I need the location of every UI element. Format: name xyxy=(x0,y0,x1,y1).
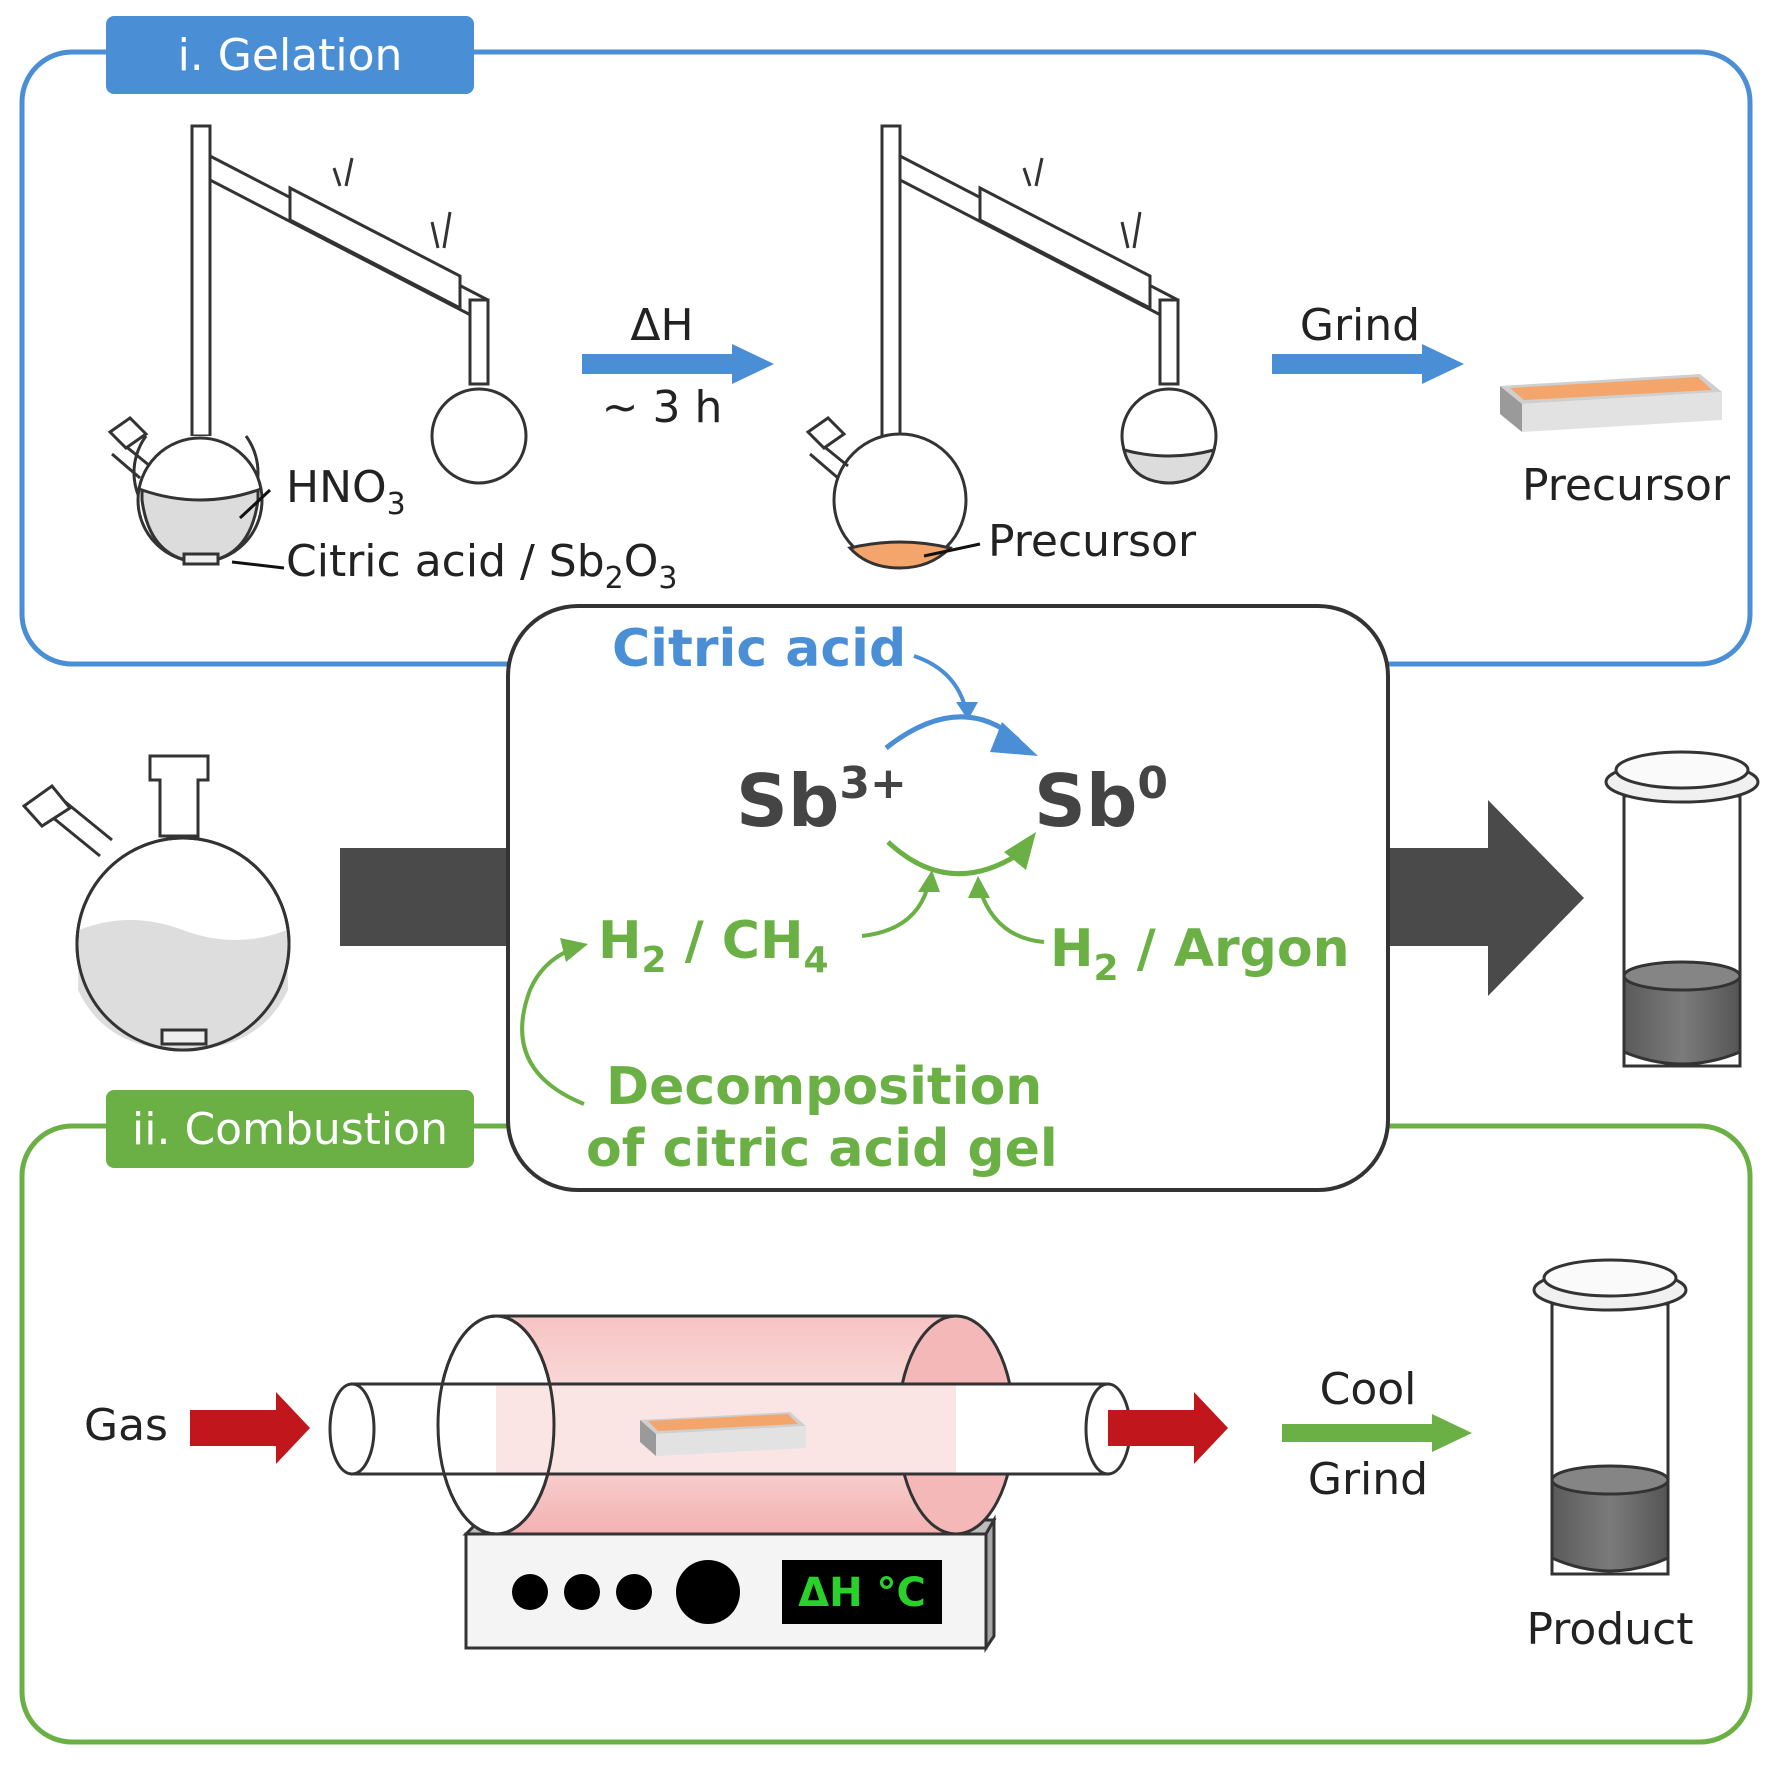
product-label: Product xyxy=(1526,1604,1693,1655)
h2-ch4-pointer xyxy=(861,885,930,938)
boat-in-furnace xyxy=(640,1412,806,1456)
h2-argon-pointer-head xyxy=(968,876,990,898)
citric-acid-sb2o3-label: Citric acid / Sb2O3 xyxy=(286,536,677,596)
precursor-boat xyxy=(1500,374,1722,432)
cool-label: Cool xyxy=(1320,1364,1417,1415)
h2-argon-pointer xyxy=(978,889,1045,944)
grind-label: Grind xyxy=(1300,300,1420,351)
distillation-apparatus-1 xyxy=(107,124,528,566)
combustion-title: ii. Combustion xyxy=(132,1104,448,1155)
sb3-ion: Sb3+ xyxy=(736,758,907,843)
cool-grind-arrow xyxy=(1282,1414,1472,1452)
decomposition-line-1: Decomposition xyxy=(606,1057,1042,1117)
control-knob-large xyxy=(676,1560,740,1624)
combustion-title-tab xyxy=(106,1090,474,1168)
gelation-title: i. Gelation xyxy=(178,30,403,81)
gas-inlet-arrow xyxy=(190,1392,310,1464)
hno3-label: HNO3 xyxy=(286,462,406,522)
product-vial xyxy=(1532,1258,1688,1576)
control-knob-2 xyxy=(564,1574,600,1610)
decomposition-pointer xyxy=(520,948,585,1106)
dark-arrow-shaft-left xyxy=(340,848,510,946)
heat-label: ΔH xyxy=(630,300,693,351)
gas-outlet-arrow xyxy=(1108,1392,1228,1464)
control-knob-1 xyxy=(512,1574,548,1610)
temperature-display-text: ΔH °C xyxy=(798,1570,926,1616)
citric-acid-pointer-head xyxy=(956,702,978,720)
grind-label-2: Grind xyxy=(1308,1454,1428,1505)
decomposition-line-2: of citric acid gel xyxy=(586,1119,1058,1179)
flask-precursor-label: Precursor xyxy=(988,516,1197,567)
gelation-title-tab xyxy=(106,16,474,94)
green-reduction-arc xyxy=(886,840,1024,877)
duration-label: ~ 3 h xyxy=(602,382,723,433)
heat-arrow-1 xyxy=(582,344,774,384)
vial-middle xyxy=(1604,750,1760,1068)
citric-acid-reductant: Citric acid xyxy=(612,619,906,679)
dark-arrow-right xyxy=(1388,800,1584,996)
sb0-metal: Sb0 xyxy=(1034,758,1168,843)
mechanism-box xyxy=(506,604,1390,1192)
temperature-display xyxy=(782,1560,942,1624)
control-knob-3 xyxy=(616,1574,652,1610)
gel-flask xyxy=(21,754,291,1052)
decomposition-pointer-head xyxy=(560,938,588,962)
green-reduction-arrowhead xyxy=(1004,832,1036,870)
h2-ch4-pointer-head xyxy=(918,870,940,892)
grind-arrow xyxy=(1272,344,1464,384)
precursor-label: Precursor xyxy=(1522,460,1731,511)
gas-label: Gas xyxy=(84,1400,168,1451)
distillation-apparatus-2 xyxy=(805,124,1218,570)
blue-reduction-arrowhead xyxy=(990,722,1038,756)
h2-argon-gas: H2 / Argon xyxy=(1050,919,1350,989)
h2-ch4-gas: H2 / CH4 xyxy=(598,911,829,981)
